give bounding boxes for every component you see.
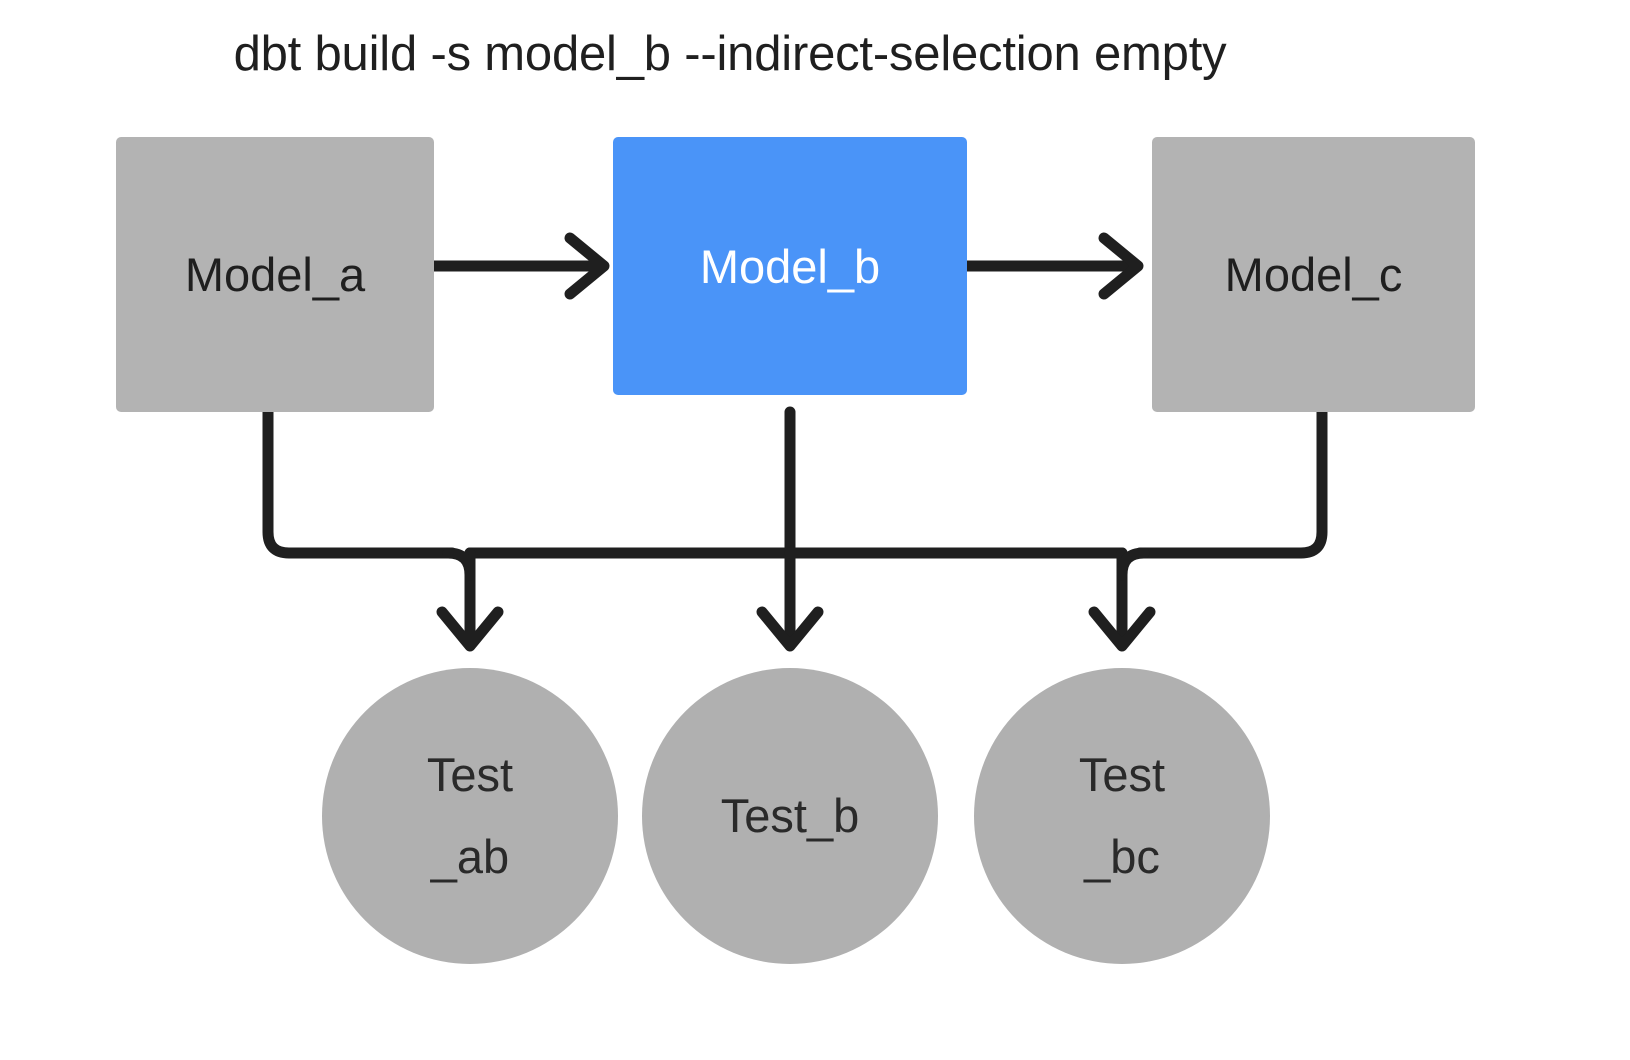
edge-fillet-test-ab: [442, 547, 476, 581]
node-test-ab-label-line1: Test: [426, 747, 514, 801]
edge-model-b-to-test-b-arrowhead: [756, 606, 824, 652]
edge-branch-to-test-bc-arrowhead: [1088, 606, 1156, 652]
node-test-bc-label-line1: Test: [1078, 747, 1166, 801]
edge-model-c-trunk: [1134, 406, 1328, 559]
node-test-b[interactable]: Test_b: [642, 668, 938, 964]
node-model-c[interactable]: Model_c: [1152, 137, 1475, 412]
node-model-c-label: Model_c: [1224, 248, 1403, 301]
node-model-a[interactable]: Model_a: [116, 137, 434, 412]
node-test-bc-label-line2: _bc: [1084, 830, 1160, 883]
edge-model-a-to-model-b-arrowhead: [564, 232, 610, 300]
node-model-a-label: Model_a: [184, 248, 366, 301]
node-test-bc[interactable]: Test _bc: [974, 668, 1270, 964]
node-test-ab-label-line2: _ab: [430, 830, 510, 883]
edge-model-b-to-model-c-arrowhead: [1098, 232, 1144, 300]
node-test-ab[interactable]: Test _ab: [322, 668, 618, 964]
node-test-b-label-line1: Test_b: [720, 788, 860, 842]
edge-fillet-test-bc: [1116, 547, 1150, 581]
edge-model-a-trunk: [262, 406, 458, 559]
diagram-title: dbt build -s model_b --indirect-selectio…: [233, 27, 1227, 81]
node-model-b[interactable]: Model_b: [613, 137, 967, 395]
edge-branch-to-test-ab-arrowhead: [436, 606, 504, 652]
node-model-b-label: Model_b: [699, 239, 881, 293]
